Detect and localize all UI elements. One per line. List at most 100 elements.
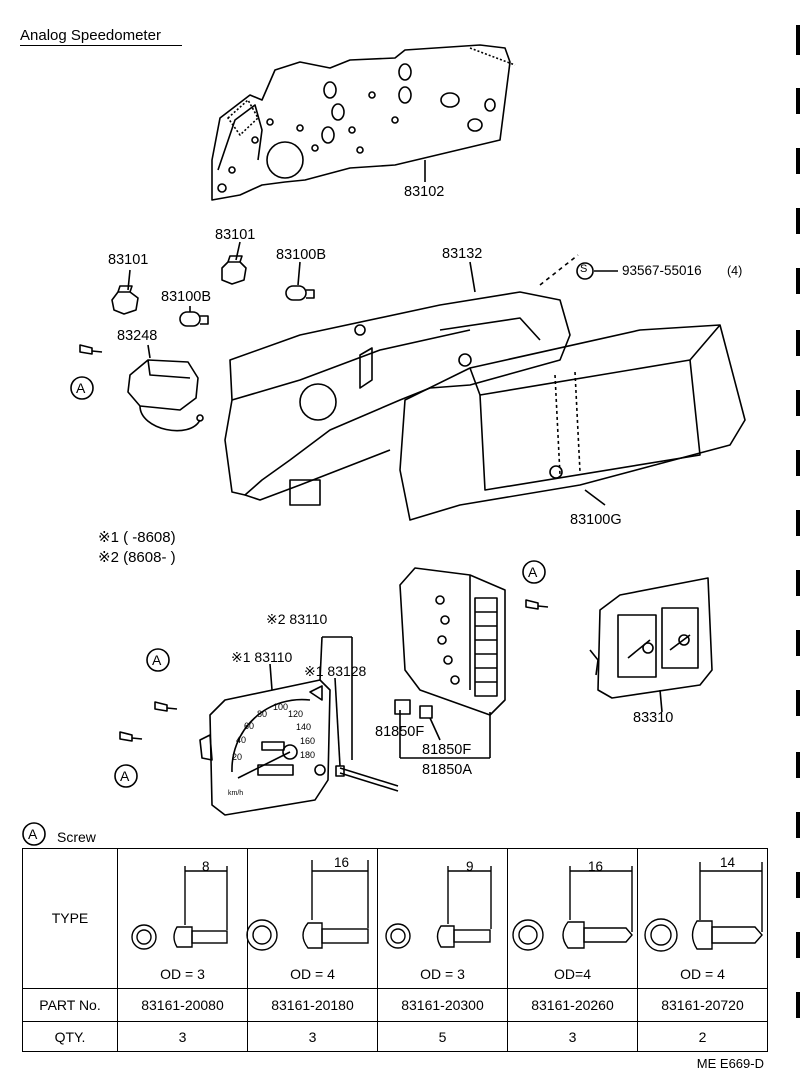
edge-mark: [796, 330, 800, 356]
edge-mark: [796, 510, 800, 536]
gauge-tick-label: 20: [232, 752, 243, 762]
gauge-tick-label: 80: [257, 709, 268, 719]
callout-83100b: 83100B: [161, 289, 211, 305]
gauge-unit: km/h: [228, 790, 244, 797]
callout-screw-qty: (4): [727, 264, 743, 278]
note-1: ※1 ( -8608): [98, 529, 176, 546]
callout-81850a: 81850A: [422, 762, 472, 778]
od-label: OD = 4: [680, 965, 725, 982]
leader-line: [429, 717, 441, 741]
ref-circle-a: [146, 648, 170, 672]
bulb-socket-83101-left: [111, 285, 139, 315]
callout-83132: 83132: [442, 246, 483, 262]
gauge-tick-label: 160: [300, 736, 316, 746]
bulb-83100b-left: [179, 311, 209, 327]
table-row: QTY. 3 3 5 3 2: [22, 1021, 768, 1052]
table-row: TYPE 8 OD = 3 16 OD = 4 9 OD = 3 16 OD=4…: [22, 848, 768, 989]
leader-line: [584, 489, 606, 506]
screw-small: [525, 599, 549, 610]
length-dimension: 8: [202, 859, 210, 874]
leader-line-dashed: [539, 254, 579, 286]
part-number-cell: 83161-20080: [117, 987, 248, 1023]
ref-mark-a: A: [120, 768, 130, 784]
bulb-socket-83101-right: [221, 255, 247, 285]
edge-mark: [796, 25, 800, 55]
callout-83100b: 83100B: [276, 247, 326, 263]
gauge-tick-label: 120: [288, 709, 304, 719]
meter-housing-83132: [224, 291, 571, 506]
indicator-unit-81850a: [394, 567, 506, 719]
callout-83101: 83101: [108, 252, 149, 268]
leader-line: [469, 261, 476, 293]
screw-heading: Screw: [57, 829, 96, 845]
qty-cell: 2: [637, 1021, 768, 1052]
type-cell: 14 OD = 4: [637, 848, 768, 989]
leader-line: [269, 663, 273, 691]
ref-circle-a: [522, 560, 546, 584]
row-label-type: TYPE: [22, 848, 118, 989]
edge-mark: [796, 268, 800, 294]
type-cell: 8 OD = 3: [117, 848, 248, 989]
part-number-cell: 83161-20180: [247, 987, 378, 1023]
gauge-tick-label: 100: [273, 702, 289, 712]
gauge-tick-label: 40: [236, 735, 247, 745]
edge-mark: [796, 812, 800, 838]
ref-circle-a: [70, 376, 94, 400]
edge-mark: [796, 752, 800, 778]
edge-mark: [796, 992, 800, 1018]
edge-mark: [796, 932, 800, 958]
edge-mark: [796, 88, 800, 114]
edge-mark: [796, 570, 800, 596]
ref-circle-a: [114, 764, 138, 788]
bulb-83100b-right: [285, 285, 315, 301]
callout-83102: 83102: [404, 184, 445, 200]
table-row: PART No. 83161-20080 83161-20180 83161-2…: [22, 987, 768, 1023]
callout-83110-2: ※2 83110: [266, 611, 328, 627]
edge-mark: [796, 450, 800, 476]
title-underline: [20, 45, 182, 46]
leader-line: [334, 677, 341, 767]
s-symbol-circle: [576, 262, 594, 280]
callout-81850f: 81850F: [422, 742, 472, 758]
od-label: OD = 3: [160, 965, 205, 982]
gauge-tick-label: 60: [244, 721, 255, 731]
leader-line: [147, 344, 151, 359]
screw-small: [119, 731, 143, 742]
length-dimension: 16: [334, 855, 350, 870]
type-cell: 9 OD = 3: [377, 848, 508, 989]
qty-cell: 3: [117, 1021, 248, 1052]
type-cell: 16 OD = 4: [247, 848, 378, 989]
od-label: OD=4: [554, 965, 591, 982]
callout-83128: ※1 83128: [304, 663, 367, 679]
callout-83248: 83248: [117, 328, 158, 344]
row-label-qty: QTY.: [22, 1021, 118, 1052]
ref-mark-a: A: [76, 380, 86, 396]
edge-mark: [796, 690, 800, 716]
edge-mark: [796, 630, 800, 656]
screw-small: [154, 701, 178, 712]
od-label: OD = 4: [290, 965, 335, 982]
length-dimension: 9: [466, 859, 474, 874]
drawing-code: ME E669-D: [696, 1056, 764, 1071]
callout-83310: 83310: [633, 710, 674, 726]
callout-83100g: 83100G: [570, 512, 622, 528]
callout-83101: 83101: [215, 227, 256, 243]
fuel-temp-gauge-83310: [589, 577, 713, 699]
connector-83248: [127, 359, 204, 432]
part-number-cell: 83161-20300: [377, 987, 508, 1023]
length-dimension: 16: [588, 859, 604, 874]
reset-knob-83128: [335, 765, 399, 792]
part-number-cell: 83161-20720: [637, 987, 768, 1023]
qty-cell: 3: [507, 1021, 638, 1052]
leader-line: [127, 269, 131, 291]
part-number-cell: 83161-20260: [507, 987, 638, 1023]
circuit-board-83102: [211, 44, 516, 201]
ref-mark-a: A: [28, 826, 38, 842]
callout-81850f: 81850F: [375, 724, 425, 740]
row-label-part: PART No.: [22, 987, 118, 1023]
ref-mark-a: A: [528, 564, 538, 580]
ref-circle-a: [22, 822, 46, 846]
page-title: Analog Speedometer: [20, 27, 161, 44]
speedometer-83110: [199, 679, 331, 816]
ref-mark-a: A: [152, 652, 162, 668]
